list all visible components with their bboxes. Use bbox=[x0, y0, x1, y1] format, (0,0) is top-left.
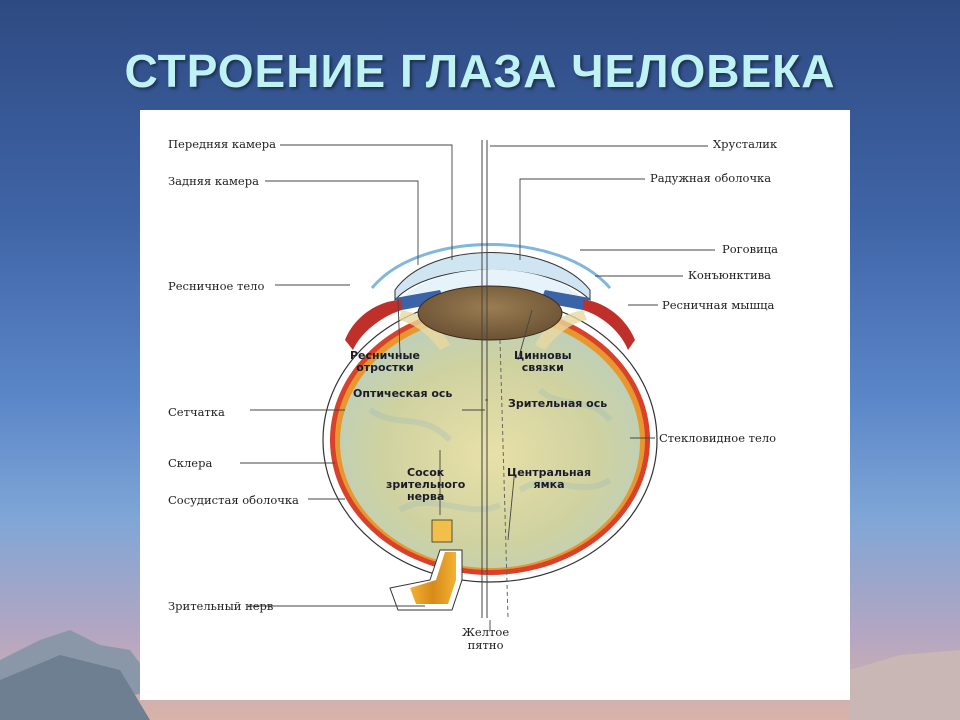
page-title: СТРОЕНИЕ ГЛАЗА ЧЕЛОВЕКА bbox=[124, 45, 836, 97]
label-ciliary-processes: Ресничные отростки bbox=[350, 349, 420, 374]
label-iris: Радужная оболочка bbox=[650, 171, 772, 185]
label-lens: Хрусталик bbox=[713, 137, 778, 151]
lens bbox=[417, 285, 563, 341]
label-choroid: Сосудистая оболочка bbox=[168, 493, 299, 507]
label-cornea: Роговица bbox=[722, 242, 779, 256]
label-retina: Сетчатка bbox=[168, 405, 225, 419]
vitreous-body bbox=[340, 316, 640, 568]
label-optic-nerve: Зрительный нерв bbox=[168, 599, 274, 613]
label-zonule: Цинновы связки bbox=[514, 349, 572, 374]
diagram-panel: Передняя камера Задняя камера Ресничное … bbox=[140, 110, 850, 700]
label-ciliary-body: Ресничное тело bbox=[168, 279, 265, 293]
label-posterior-chamber: Задняя камера bbox=[168, 174, 259, 188]
mountain-background bbox=[0, 630, 960, 720]
label-vitreous-body: Стекловидное тело bbox=[659, 431, 777, 445]
label-ciliary-muscle: Ресничная мышца bbox=[662, 298, 775, 312]
label-fovea: Центральная ямка bbox=[507, 466, 592, 491]
ciliary-body bbox=[583, 300, 635, 350]
label-conjunctiva: Конъюнктива bbox=[688, 268, 772, 282]
label-macula: Желтое пятно bbox=[462, 625, 510, 652]
iris bbox=[540, 290, 590, 310]
anterior-chamber bbox=[402, 269, 582, 305]
ciliary-body bbox=[345, 300, 402, 350]
label-optic-disc: Сосок зрительного нерва bbox=[386, 466, 466, 503]
eye-diagram bbox=[240, 140, 715, 630]
iris bbox=[395, 290, 445, 310]
optic-nerve-graphic bbox=[389, 519, 463, 611]
label-optical-axis: Оптическая ось bbox=[353, 387, 453, 400]
label-visual-axis: Зрительная ось bbox=[508, 397, 608, 410]
label-sclera: Склера bbox=[168, 456, 213, 470]
label-anterior-chamber: Передняя камера bbox=[168, 137, 276, 151]
